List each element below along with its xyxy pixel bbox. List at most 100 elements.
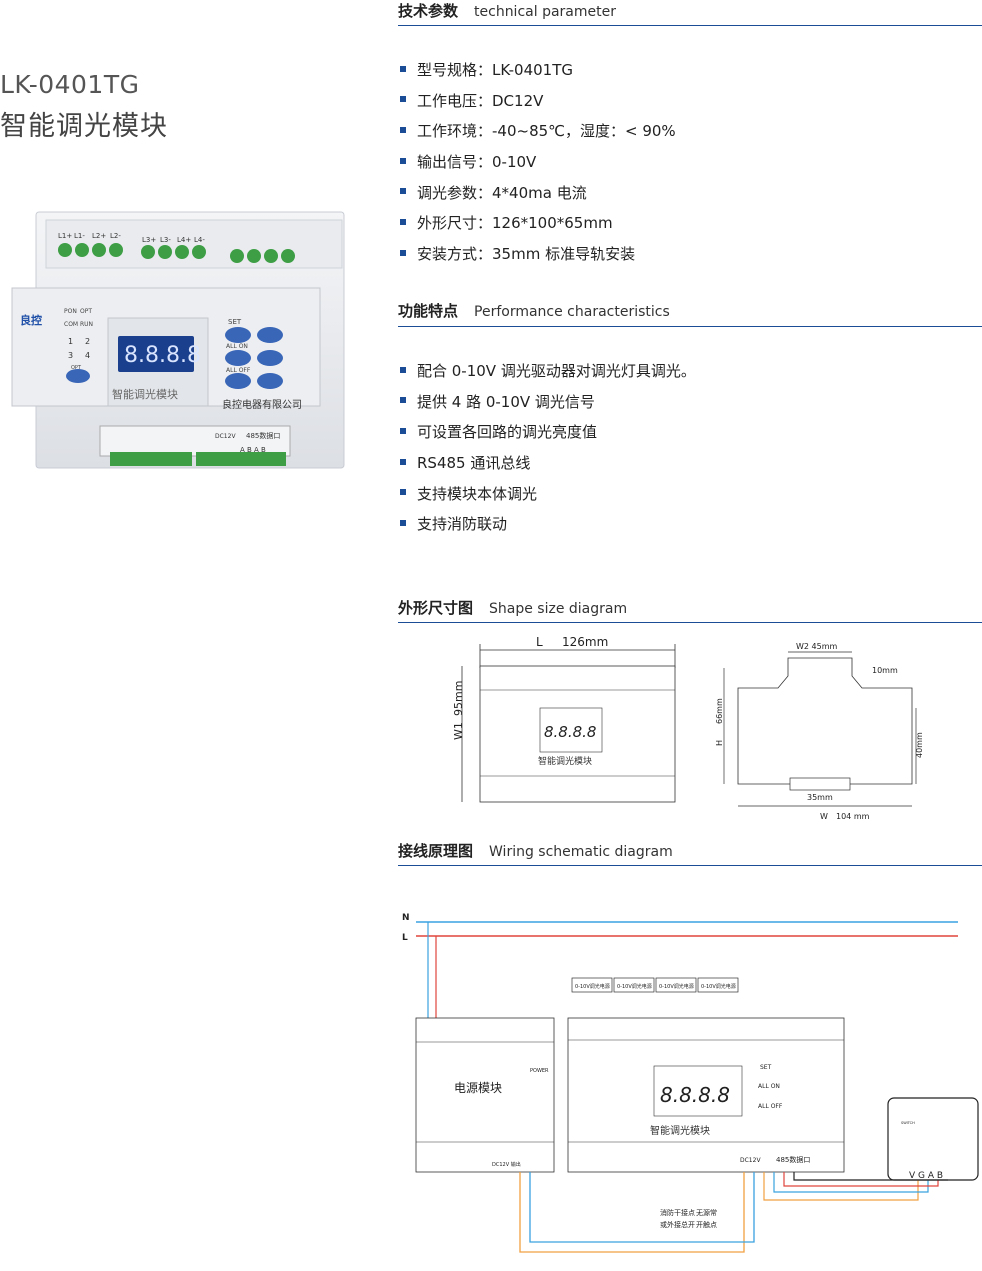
led-display [118, 336, 194, 372]
list-item: 配合 0-10V 调光驱动器对调光灯具调光。 [400, 356, 696, 387]
fire-label-3: 无源常 [696, 1208, 717, 1217]
features-divider [398, 326, 982, 327]
list-item: 工作环境：-40~85℃，湿度：< 90% [400, 116, 676, 147]
device-label: 智能调光模块 [112, 387, 178, 401]
back-button[interactable] [257, 373, 283, 389]
driver-label: 0-10V调光电源 [659, 983, 694, 990]
wiring-diagram: N L 0-10V调光电源 0-10V调光电源 0-10V调光电源 0-10V调… [402, 913, 979, 1253]
run-label: RUN [80, 321, 93, 328]
list-item: RS485 通讯总线 [400, 448, 696, 479]
wiring-rs485-label: 485数据口 [776, 1155, 810, 1164]
bullet-icon [400, 65, 406, 72]
bullet-icon [400, 218, 406, 225]
dim-W2: W2 45mm [796, 642, 838, 651]
driver-label: 0-10V调光电源 [575, 983, 610, 990]
driver-label: 0-10V调光电源 [617, 983, 652, 990]
wiring-display-digits: 8.8.8.8 [660, 1083, 730, 1107]
tech-divider [398, 25, 982, 26]
front-display-digits: 8.8.8.8 [544, 723, 596, 741]
wiring-all-on-label: ALL ON [758, 1083, 780, 1090]
dim-H-label: H [715, 740, 724, 746]
bottom-terminal-block [110, 452, 192, 466]
all-on-label: ALL ON [226, 343, 248, 350]
term-label: L1+ [58, 232, 72, 240]
dc-out-label: DC12V 输出 [492, 1161, 521, 1168]
logo: 良控 [20, 313, 42, 327]
shape-diagram: L 126mm 8.8.8.8 智能调光模块 W1 95mm W2 45mm 1… [452, 635, 924, 821]
fire-label-2: 或外接总开 [660, 1220, 695, 1229]
shape-title-cn: 外形尺寸图 [398, 599, 474, 617]
ab-label: A B A B [240, 446, 266, 454]
power-module-label: 电源模块 [454, 1081, 502, 1095]
bullet-icon [400, 188, 406, 195]
shape-divider [398, 622, 982, 623]
term-label: L4- [194, 236, 205, 244]
wiring-heading: 接线原理图 Wiring schematic diagram [398, 840, 673, 862]
power-label: POWER [530, 1068, 549, 1074]
panel-vgab: V G A B [909, 1171, 943, 1181]
list-item: 输出信号：0-10V [400, 147, 676, 178]
bullet-icon [400, 458, 406, 465]
bullet-icon [400, 427, 406, 434]
wiring-title-en: Wiring schematic diagram [489, 844, 673, 860]
fire-label-4: 开触点 [696, 1220, 717, 1229]
tech-title-cn: 技术参数 [398, 2, 459, 20]
bottom-terminal-block [196, 452, 286, 466]
list-item: 支持模块本体调光 [400, 479, 696, 510]
wiring-set-label: SET [760, 1064, 772, 1071]
dc12v-label: DC12V [215, 433, 236, 440]
ch-label: 4 [85, 351, 90, 360]
rs485-label: 485数据口 [246, 431, 280, 440]
list-item: 支持消防联动 [400, 509, 696, 540]
line-L-label: L [402, 933, 408, 943]
bullet-icon [400, 157, 406, 164]
bullet-icon [400, 126, 406, 133]
dim-W-value: 104 mm [836, 812, 870, 821]
list-item: 提供 4 路 0-10V 调光信号 [400, 387, 696, 418]
dim-40mm: 40mm [915, 732, 924, 758]
ch-label: 1 [68, 337, 73, 346]
opt-button[interactable] [66, 369, 90, 383]
power-module-box [415, 1017, 555, 1173]
fire-label-1: 消防干接点 [660, 1208, 695, 1217]
dim-10mm: 10mm [872, 666, 898, 675]
minus-button[interactable] [257, 350, 283, 366]
all-off-button[interactable] [225, 373, 251, 389]
plus-button[interactable] [257, 327, 283, 343]
product-photo: L1+ L1- L2+ L2- L3+ L3- L4+ L4- 良控 PON O… [11, 211, 345, 469]
all-on-button[interactable] [225, 350, 251, 366]
ch-label: 2 [85, 337, 90, 346]
product-name: 智能调光模块 [0, 111, 168, 142]
dim-W1-label: W1 [452, 722, 465, 740]
wiring-title-cn: 接线原理图 [398, 842, 474, 860]
shape-title-en: Shape size diagram [489, 601, 628, 617]
bullet-icon [400, 366, 406, 373]
set-label: SET [228, 318, 242, 326]
opt-label: OPT [80, 308, 92, 315]
driver-blocks [571, 977, 739, 993]
bullet-icon [400, 397, 406, 404]
com-label: COM [64, 321, 78, 328]
product-model: LK-0401TG [0, 70, 140, 99]
side-outline [737, 657, 913, 785]
term-label: L4+ [177, 236, 191, 244]
company-name: 良控电器有限公司 [222, 398, 302, 411]
list-item: 可设置各回路的调光亮度值 [400, 417, 696, 448]
set-button[interactable] [225, 327, 251, 343]
list-item: 型号规格：LK-0401TG [400, 55, 676, 86]
wiring-device-label: 智能调光模块 [650, 1124, 710, 1137]
features-list: 配合 0-10V 调光驱动器对调光灯具调光。 提供 4 路 0-10V 调光信号… [400, 356, 696, 540]
bullet-icon [400, 489, 406, 496]
line-N-label: N [402, 913, 410, 923]
term-label: L3+ [142, 236, 156, 244]
term-label: L1- [74, 232, 85, 240]
term-label: L2- [110, 232, 121, 240]
term-label: L2+ [92, 232, 106, 240]
list-item: 外形尺寸：126*100*65mm [400, 208, 676, 239]
pon-label: PON [64, 308, 77, 315]
front-device-label: 智能调光模块 [538, 755, 592, 767]
tech-list: 型号规格：LK-0401TG 工作电压：DC12V 工作环境：-40~85℃，湿… [400, 55, 676, 270]
display-digits: 8.8.8.8 [124, 343, 201, 368]
